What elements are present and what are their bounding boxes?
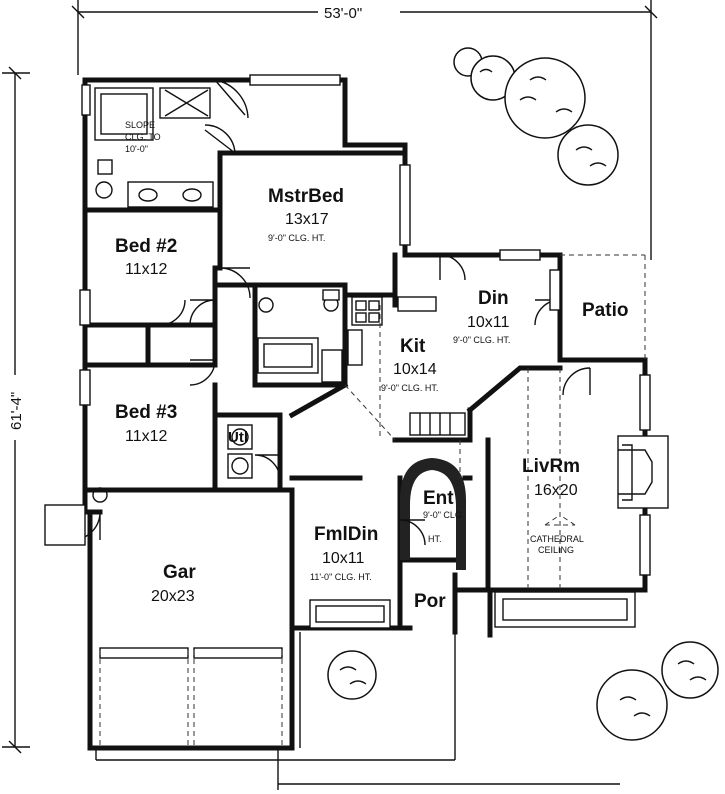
room-ceiling: 9'-0" CLG. [423,510,464,520]
tree-icon [327,641,719,741]
room-size: 20x23 [151,588,195,605]
room-garage: Gar 20x23 [151,562,196,605]
garage-doors [99,647,283,748]
room-name: LivRm [522,456,580,477]
room-name: Por [414,591,446,612]
room-bed-3: Bed #3 11x12 [115,402,177,445]
room-porch: Por [414,591,446,612]
room-entry: Ent 9'-0" CLG. HT. [423,488,464,544]
room-size: 16x20 [534,482,578,499]
entry-arch [400,458,466,570]
room-name: Ent [423,488,454,509]
room-utility: Utl [228,429,248,446]
kitchen-fixtures [347,296,466,436]
room-ceiling: 9'-0" CLG. HT. [268,233,325,243]
room-size: 10x11 [322,550,365,567]
room-patio: Patio [582,300,628,321]
room-ceiling: 9'-0" CLG. HT. [381,383,438,393]
room-name: Kit [400,336,426,357]
note-line: 10'-0" [125,144,148,154]
room-family-dining: FmlDin 10x11 11'-0" CLG. HT. [310,524,378,582]
ceiling-lines [344,254,646,590]
windows [44,74,651,629]
room-name: FmlDin [314,524,378,545]
room-name: Utl [228,429,248,446]
slope-note: SLOPE CLG. TO 10'-0" [125,120,161,154]
room-ceiling: 11'-0" CLG. HT. [310,572,372,582]
room-size: 13x17 [285,211,329,228]
bath-fixtures [92,87,343,503]
room-name: Gar [163,562,196,583]
room-bed-2: Bed #2 11x12 [115,236,177,278]
doors [71,79,591,546]
room-size: 11x12 [125,261,168,278]
room-name: Bed #3 [115,402,177,423]
fireplace-icon [617,435,669,509]
room-ceiling: CEILING [538,545,574,555]
room-living: LivRm 16x20 CATHEDRAL CEILING [522,456,584,555]
room-kitchen: Kit 10x14 9'-0" CLG. HT. [381,336,438,393]
dimension-lines [2,0,658,790]
room-size: 10x11 [467,314,510,331]
room-name: Bed #2 [115,236,177,257]
room-name: Din [478,288,509,309]
room-size: 11x12 [125,428,168,445]
note-line: SLOPE [125,120,155,130]
tree-icon [453,47,619,186]
room-name: MstrBed [268,186,344,207]
room-master-bed: MstrBed 13x17 9'-0" CLG. HT. [268,186,344,243]
width-dimension: 53'-0" [324,5,362,22]
room-ceiling: HT. [428,534,442,544]
note-line: CLG. TO [125,132,161,142]
room-dining: Din 10x11 9'-0" CLG. HT. [453,288,510,345]
room-ceiling: CATHEDRAL [530,534,584,544]
room-size: 10x14 [393,361,437,378]
room-name: Patio [582,300,628,321]
room-ceiling: 9'-0" CLG. HT. [453,335,510,345]
depth-dimension: 61'-4" [8,392,25,430]
